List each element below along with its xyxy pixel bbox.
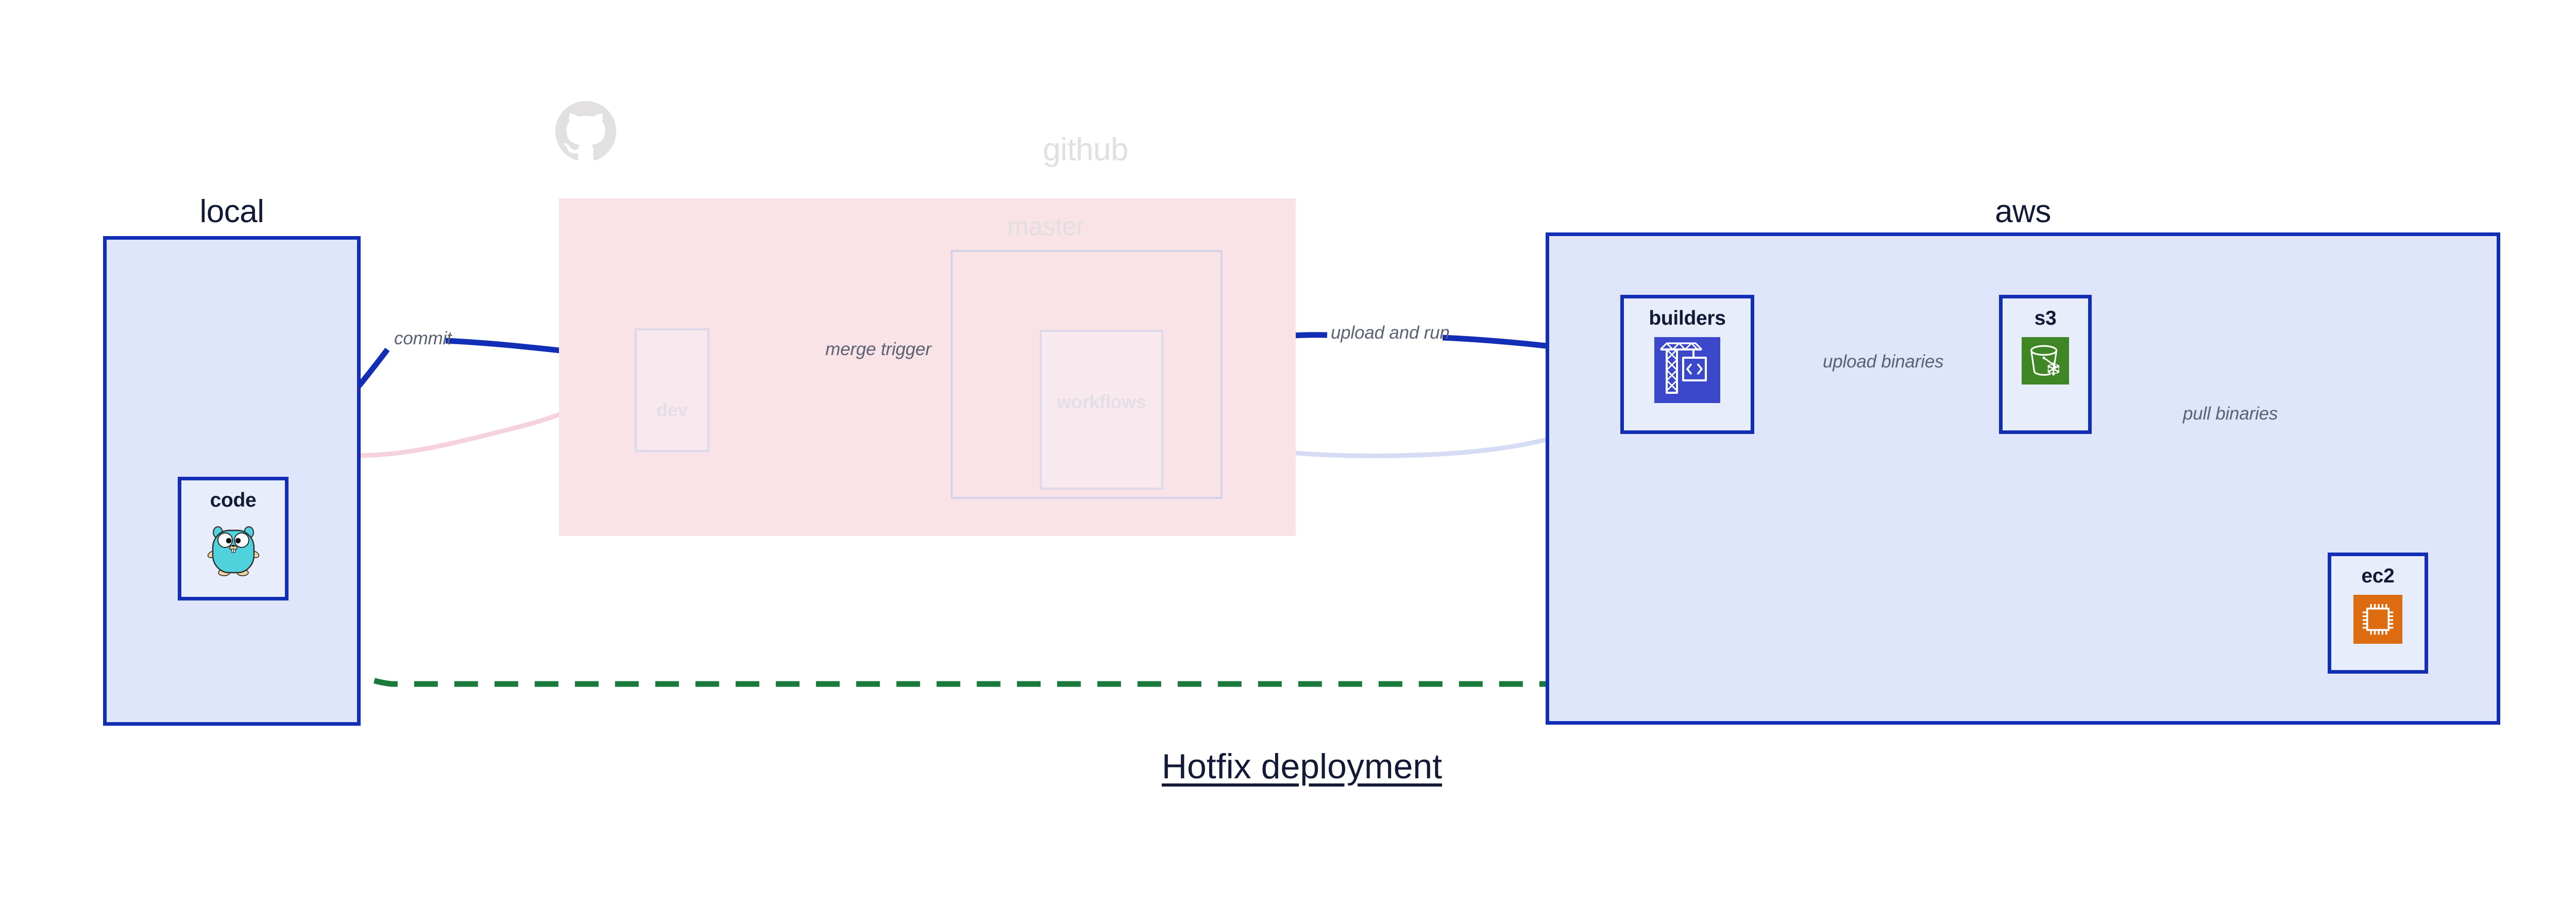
node-box-workflows[interactable]: workflows bbox=[1040, 330, 1163, 490]
node-box-code[interactable]: code bbox=[178, 477, 289, 600]
github-octocat-icon bbox=[555, 101, 616, 162]
group-title-master: master bbox=[1007, 212, 1084, 241]
node-label-code: code bbox=[210, 489, 257, 511]
diagram-title: Hotfix deployment bbox=[1161, 747, 1443, 786]
group-box-master bbox=[951, 250, 1223, 499]
node-box-ec2[interactable]: ec2 bbox=[2328, 553, 2428, 674]
node-label-builders: builders bbox=[1649, 307, 1726, 329]
aws-s3-glacier-bucket-icon bbox=[2022, 337, 2069, 385]
node-label-s3: s3 bbox=[2034, 307, 2057, 329]
aws-codebuild-crane-icon bbox=[1654, 337, 1720, 403]
edge-label-upload-and-run: upload and run bbox=[1331, 323, 1450, 343]
node-box-s3[interactable]: s3 bbox=[1999, 295, 2092, 434]
group-title-aws: aws bbox=[1995, 194, 2051, 229]
group-title-local: local bbox=[199, 194, 264, 229]
node-label-workflows: workflows bbox=[1057, 391, 1146, 412]
edge-label-merge-trigger: merge trigger bbox=[823, 339, 934, 360]
go-gopher-icon bbox=[202, 519, 264, 581]
node-label-ec2: ec2 bbox=[2361, 565, 2395, 587]
node-label-dev: dev bbox=[656, 399, 688, 421]
node-box-builders[interactable]: builders bbox=[1620, 295, 1754, 434]
group-title-github: github bbox=[1043, 132, 1128, 168]
edge-label-upload-binaries: upload binaries bbox=[1820, 352, 1946, 372]
node-box-dev[interactable]: dev bbox=[635, 328, 709, 452]
edge-label-commit: commit bbox=[394, 328, 452, 348]
aws-ec2-chip-icon bbox=[2353, 595, 2402, 644]
edge-label-pull-binaries: pull binaries bbox=[2180, 404, 2281, 424]
